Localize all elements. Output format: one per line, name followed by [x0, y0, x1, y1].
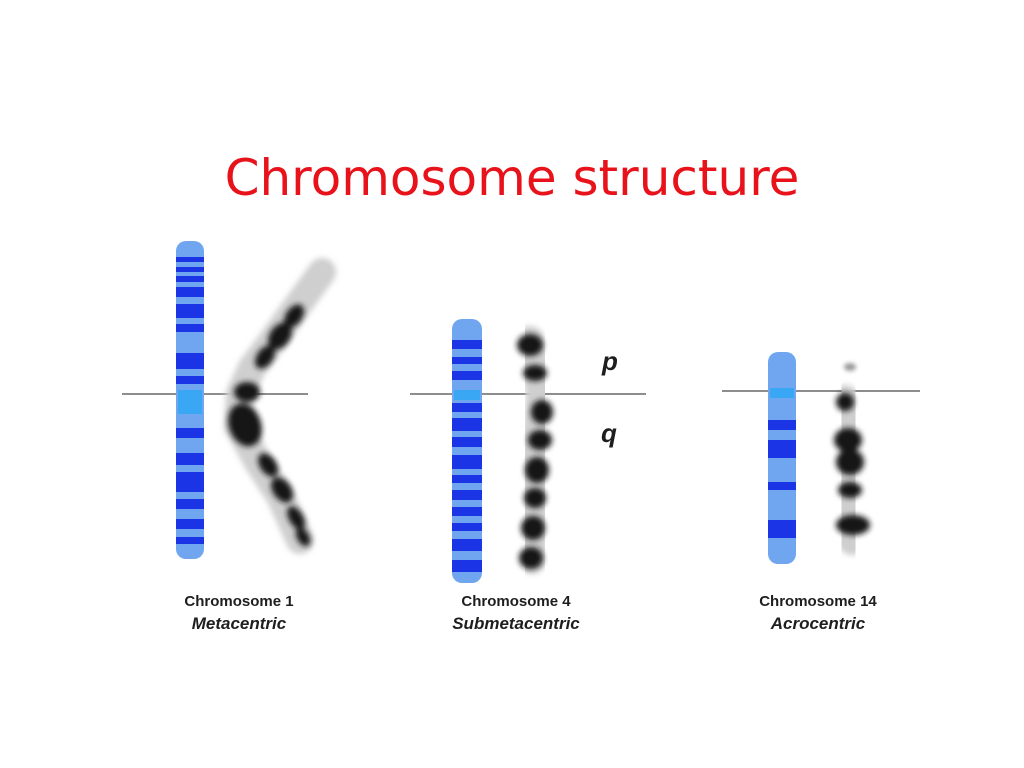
chromosome-14-ideogram	[768, 352, 796, 564]
chromosome-type: Acrocentric	[770, 614, 866, 633]
q-arm-label: q	[601, 418, 617, 448]
caption-chromosome-14: Chromosome 14 Acrocentric	[698, 592, 938, 636]
caption-chromosome-1: Chromosome 1 Metacentric	[119, 592, 359, 636]
chromosome-14-micrograph	[830, 363, 870, 555]
chromosome-name: Chromosome 1	[184, 593, 294, 610]
p-arm-label: p	[602, 346, 618, 376]
chromosome-4-micrograph	[516, 326, 555, 574]
caption-chromosome-4: Chromosome 4 Submetacentric	[396, 592, 636, 636]
chromosome-1-micrograph	[223, 258, 336, 554]
chromosome-1-ideogram	[176, 241, 204, 559]
chromosome-name: Chromosome 14	[759, 593, 877, 610]
chromosome-4-ideogram	[452, 319, 482, 583]
chromosome-type: Metacentric	[191, 614, 287, 633]
slide-title: Chromosome structure	[224, 149, 800, 207]
chromosome-name: Chromosome 4	[461, 593, 571, 610]
chromosome-type: Submetacentric	[452, 614, 580, 633]
